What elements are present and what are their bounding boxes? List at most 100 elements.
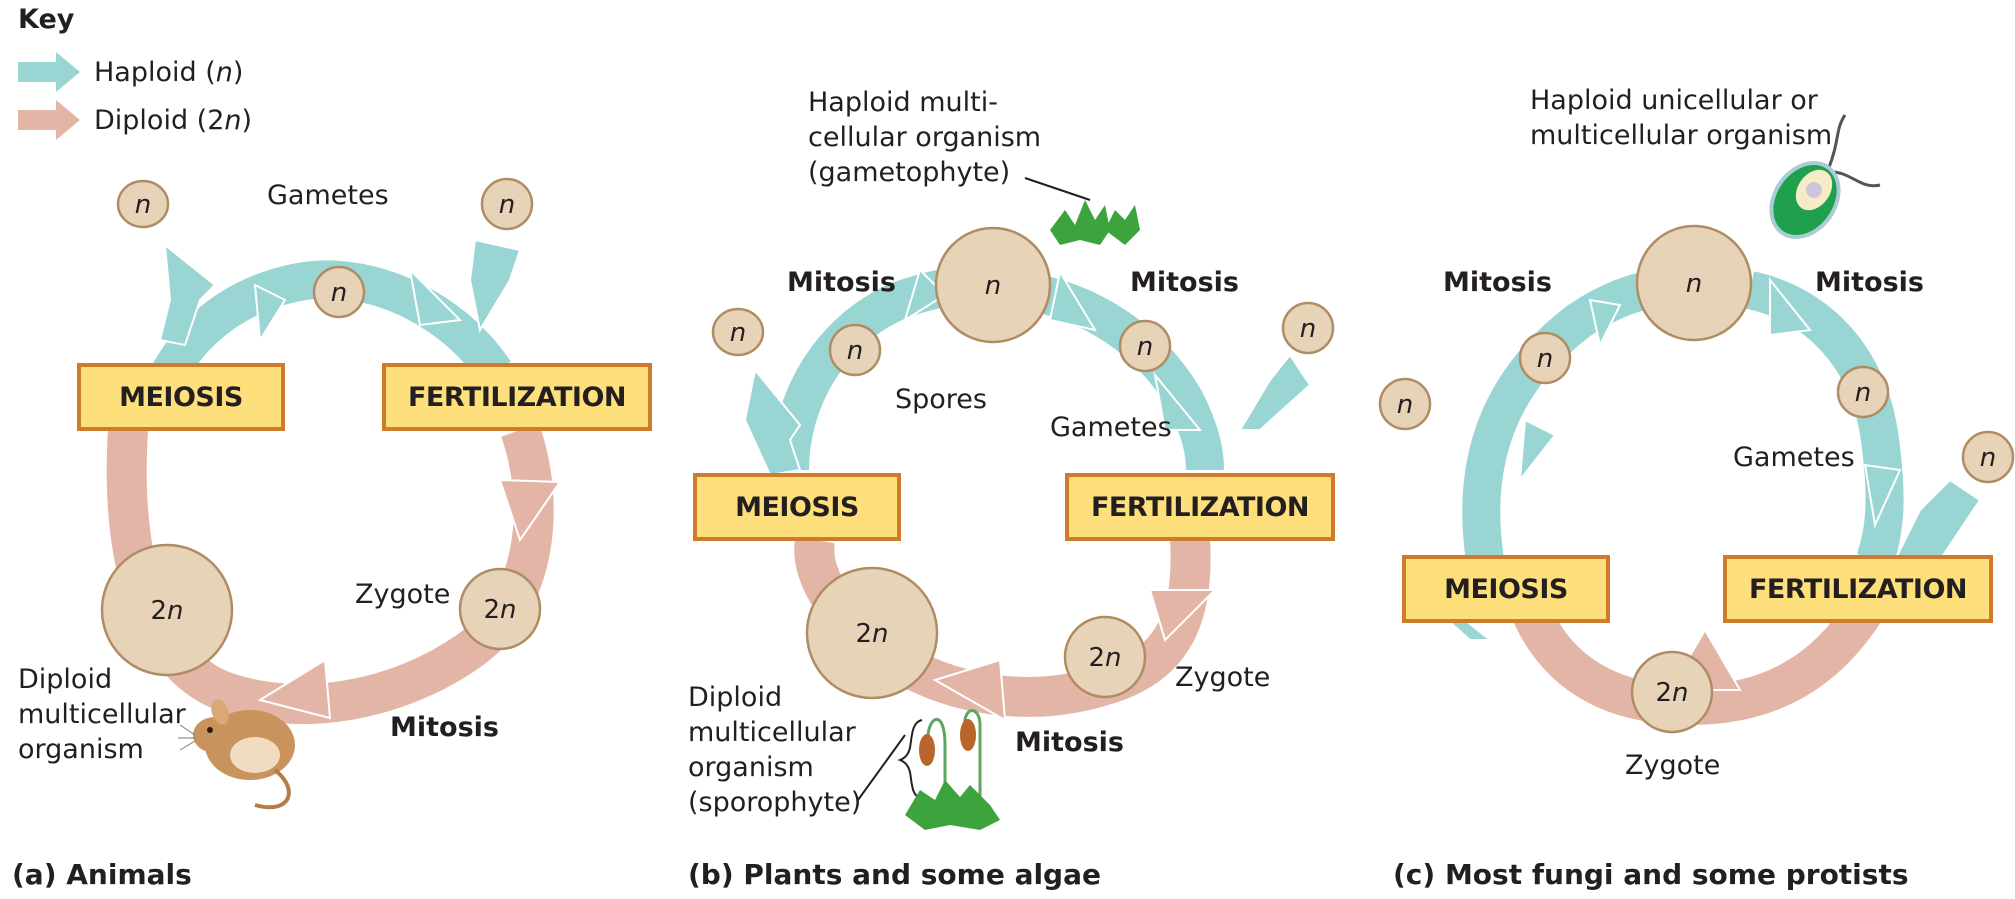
cell-circle bbox=[1635, 224, 1753, 342]
panel-c-gamete-cell-inner: n bbox=[1836, 365, 1890, 419]
panel-a-gamete-out-arrow bbox=[158, 242, 217, 347]
panel-b-diploid-organism-line2: multicellular bbox=[688, 717, 856, 748]
key-item-diploid: Diploid (2n) bbox=[18, 100, 252, 140]
panel-c-gametes-label: Gametes bbox=[1733, 442, 1855, 473]
panel-b-mitosis-left-label: Mitosis bbox=[787, 267, 896, 298]
cell-ploidy-label: n bbox=[847, 336, 863, 366]
key-diploid-symbol: n bbox=[224, 104, 242, 136]
key-haploid-close: ) bbox=[232, 56, 244, 88]
panel-c-meiosis-box: MEIOSIS bbox=[1402, 555, 1610, 623]
panel-a-diploid-arrowhead-bottom bbox=[257, 658, 332, 720]
diploid-arrow-icon bbox=[18, 100, 80, 140]
panel-b-diploid-arrowhead-bottom bbox=[932, 658, 1007, 722]
cell-ploidy-label: n bbox=[1300, 314, 1316, 344]
cell-ploidy-label: n bbox=[499, 190, 515, 220]
panel-b-gamete-cell-outer: n bbox=[1281, 301, 1335, 355]
cell-circle bbox=[312, 265, 366, 319]
panel-b-diploid-arrowhead-right bbox=[1148, 589, 1218, 642]
cell-ploidy-label: 2n bbox=[1088, 643, 1121, 673]
panel-c-mitosis-right-label: Mitosis bbox=[1815, 267, 1924, 298]
panel-c-haploid-organism-line2: multicellular organism bbox=[1530, 120, 1833, 151]
panel-b-diploid-organism-line3: organism bbox=[688, 752, 814, 783]
cell-circle bbox=[100, 543, 234, 677]
panel-b-mitosis-bottom-label: Mitosis bbox=[1015, 727, 1124, 758]
panel-b-gametes-label: Gametes bbox=[1050, 412, 1172, 443]
panel-a-mitosis-label: Mitosis bbox=[390, 712, 499, 743]
cell-ploidy-label: n bbox=[1855, 378, 1871, 408]
panel-c-gamete-cell-outer: n bbox=[1961, 430, 2015, 484]
panel-b-zygote-label: Zygote bbox=[1175, 662, 1271, 693]
cell-circle bbox=[1961, 430, 2015, 484]
cell-circle bbox=[1281, 301, 1335, 355]
cell-circle bbox=[1630, 650, 1714, 734]
panel-b-meiosis-box: MEIOSIS bbox=[693, 473, 901, 541]
cell-ploidy-label: n bbox=[1137, 332, 1153, 362]
panel-b-spore-out-arrow bbox=[743, 367, 802, 477]
panel-c-haploid-arrowhead-2 bbox=[1588, 298, 1622, 348]
panel-b-zygote-cell: 2n bbox=[1063, 615, 1147, 699]
key-haploid-symbol: n bbox=[215, 56, 233, 88]
cell-circle bbox=[1063, 615, 1147, 699]
panel-b-spores-label: Spores bbox=[895, 384, 987, 415]
panel-b-diploid-organism-line1: Diploid bbox=[688, 682, 783, 713]
panel-b-gamete-cell-inner: n bbox=[1118, 319, 1172, 373]
panel-b-caption: (b) Plants and some algae bbox=[688, 858, 1101, 891]
key-title: Key bbox=[18, 4, 75, 35]
cell-ploidy-label: 2n bbox=[855, 619, 888, 649]
panel-b-sporophyte-brace bbox=[897, 719, 923, 799]
panel-a-gamete-in-arrow bbox=[468, 238, 522, 333]
cell-ploidy-label: n bbox=[135, 190, 151, 220]
key-diploid-close: ) bbox=[241, 104, 253, 136]
panel-b-spore-cell-outer: n bbox=[711, 307, 765, 357]
panel-a-meiosis-box: MEIOSIS bbox=[77, 363, 285, 431]
panel-b-gametophyte-leader-line bbox=[1024, 177, 1091, 201]
sporophyte-illustration bbox=[905, 709, 1000, 830]
cell-circle bbox=[1118, 319, 1172, 373]
cell-ploidy-label: n bbox=[985, 271, 1001, 301]
panel-a-zygote-label: Zygote bbox=[355, 579, 451, 610]
panel-c-haploid-organism-line1: Haploid unicellular or bbox=[1530, 85, 1818, 116]
haploid-arrow-icon bbox=[18, 52, 80, 92]
panel-b-haploid-organism-line1: Haploid multi- bbox=[808, 87, 998, 118]
panel-b-mitosis-right-label: Mitosis bbox=[1130, 267, 1239, 298]
panel-a-fertilization-box: FERTILIZATION bbox=[382, 363, 652, 431]
panel-a-organism-line2: multicellular bbox=[18, 699, 186, 730]
mouse-illustration bbox=[178, 699, 295, 810]
panel-c-organism-cell: n bbox=[1635, 224, 1753, 342]
panel-b-fertilization-box: FERTILIZATION bbox=[1065, 473, 1335, 541]
panel-b-haploid-arrowhead-3 bbox=[1153, 371, 1203, 431]
panel-a-gamete-cell-left: n bbox=[116, 179, 170, 229]
key-haploid-label: Haploid ( bbox=[94, 56, 216, 88]
panel-c-caption: (c) Most fungi and some protists bbox=[1393, 858, 1909, 891]
panel-b-gametophyte-cell: n bbox=[934, 226, 1052, 344]
cell-circle bbox=[828, 323, 882, 377]
panel-c-zygote-cell: 2n bbox=[1630, 650, 1714, 734]
protist-illustration bbox=[1769, 114, 1881, 239]
cell-circle bbox=[1378, 377, 1432, 431]
cell-ploidy-label: n bbox=[1686, 269, 1702, 299]
panel-a-zygote-cell: 2n bbox=[458, 567, 542, 651]
panel-a-diploid-arrowhead-right bbox=[498, 478, 562, 543]
panel-c-gamete-in-arrow bbox=[1893, 478, 1982, 561]
panel-c-haploid-arc-left bbox=[1462, 271, 1654, 563]
panel-a-haploid-arrowhead-1 bbox=[253, 283, 287, 344]
panel-a-gamete-cell-middle: n bbox=[312, 265, 366, 319]
cell-circle bbox=[1518, 331, 1572, 385]
cell-ploidy-label: 2n bbox=[1655, 678, 1688, 708]
panel-c-haploid-arrowhead-3 bbox=[1769, 277, 1812, 337]
panel-a-caption: (a) Animals bbox=[12, 858, 192, 891]
cell-ploidy-label: n bbox=[730, 318, 746, 348]
panel-c-spore-cell-inner: n bbox=[1518, 331, 1572, 385]
panel-c-mitosis-left-label: Mitosis bbox=[1443, 267, 1552, 298]
panel-b-haploid-arrowhead-1 bbox=[903, 268, 947, 323]
cell-ploidy-label: n bbox=[1397, 390, 1413, 420]
panel-c-zygote-label: Zygote bbox=[1625, 750, 1721, 781]
panel-c-haploid-arrowhead-1 bbox=[1518, 418, 1557, 484]
panel-c-haploid-arrowhead-4 bbox=[1863, 463, 1902, 529]
panel-c-fertilization-box: FERTILIZATION bbox=[1723, 555, 1993, 623]
panel-b-haploid-organism-line2: cellular organism bbox=[808, 122, 1042, 153]
cell-ploidy-label: n bbox=[1980, 443, 1996, 473]
cell-circle bbox=[711, 307, 765, 357]
